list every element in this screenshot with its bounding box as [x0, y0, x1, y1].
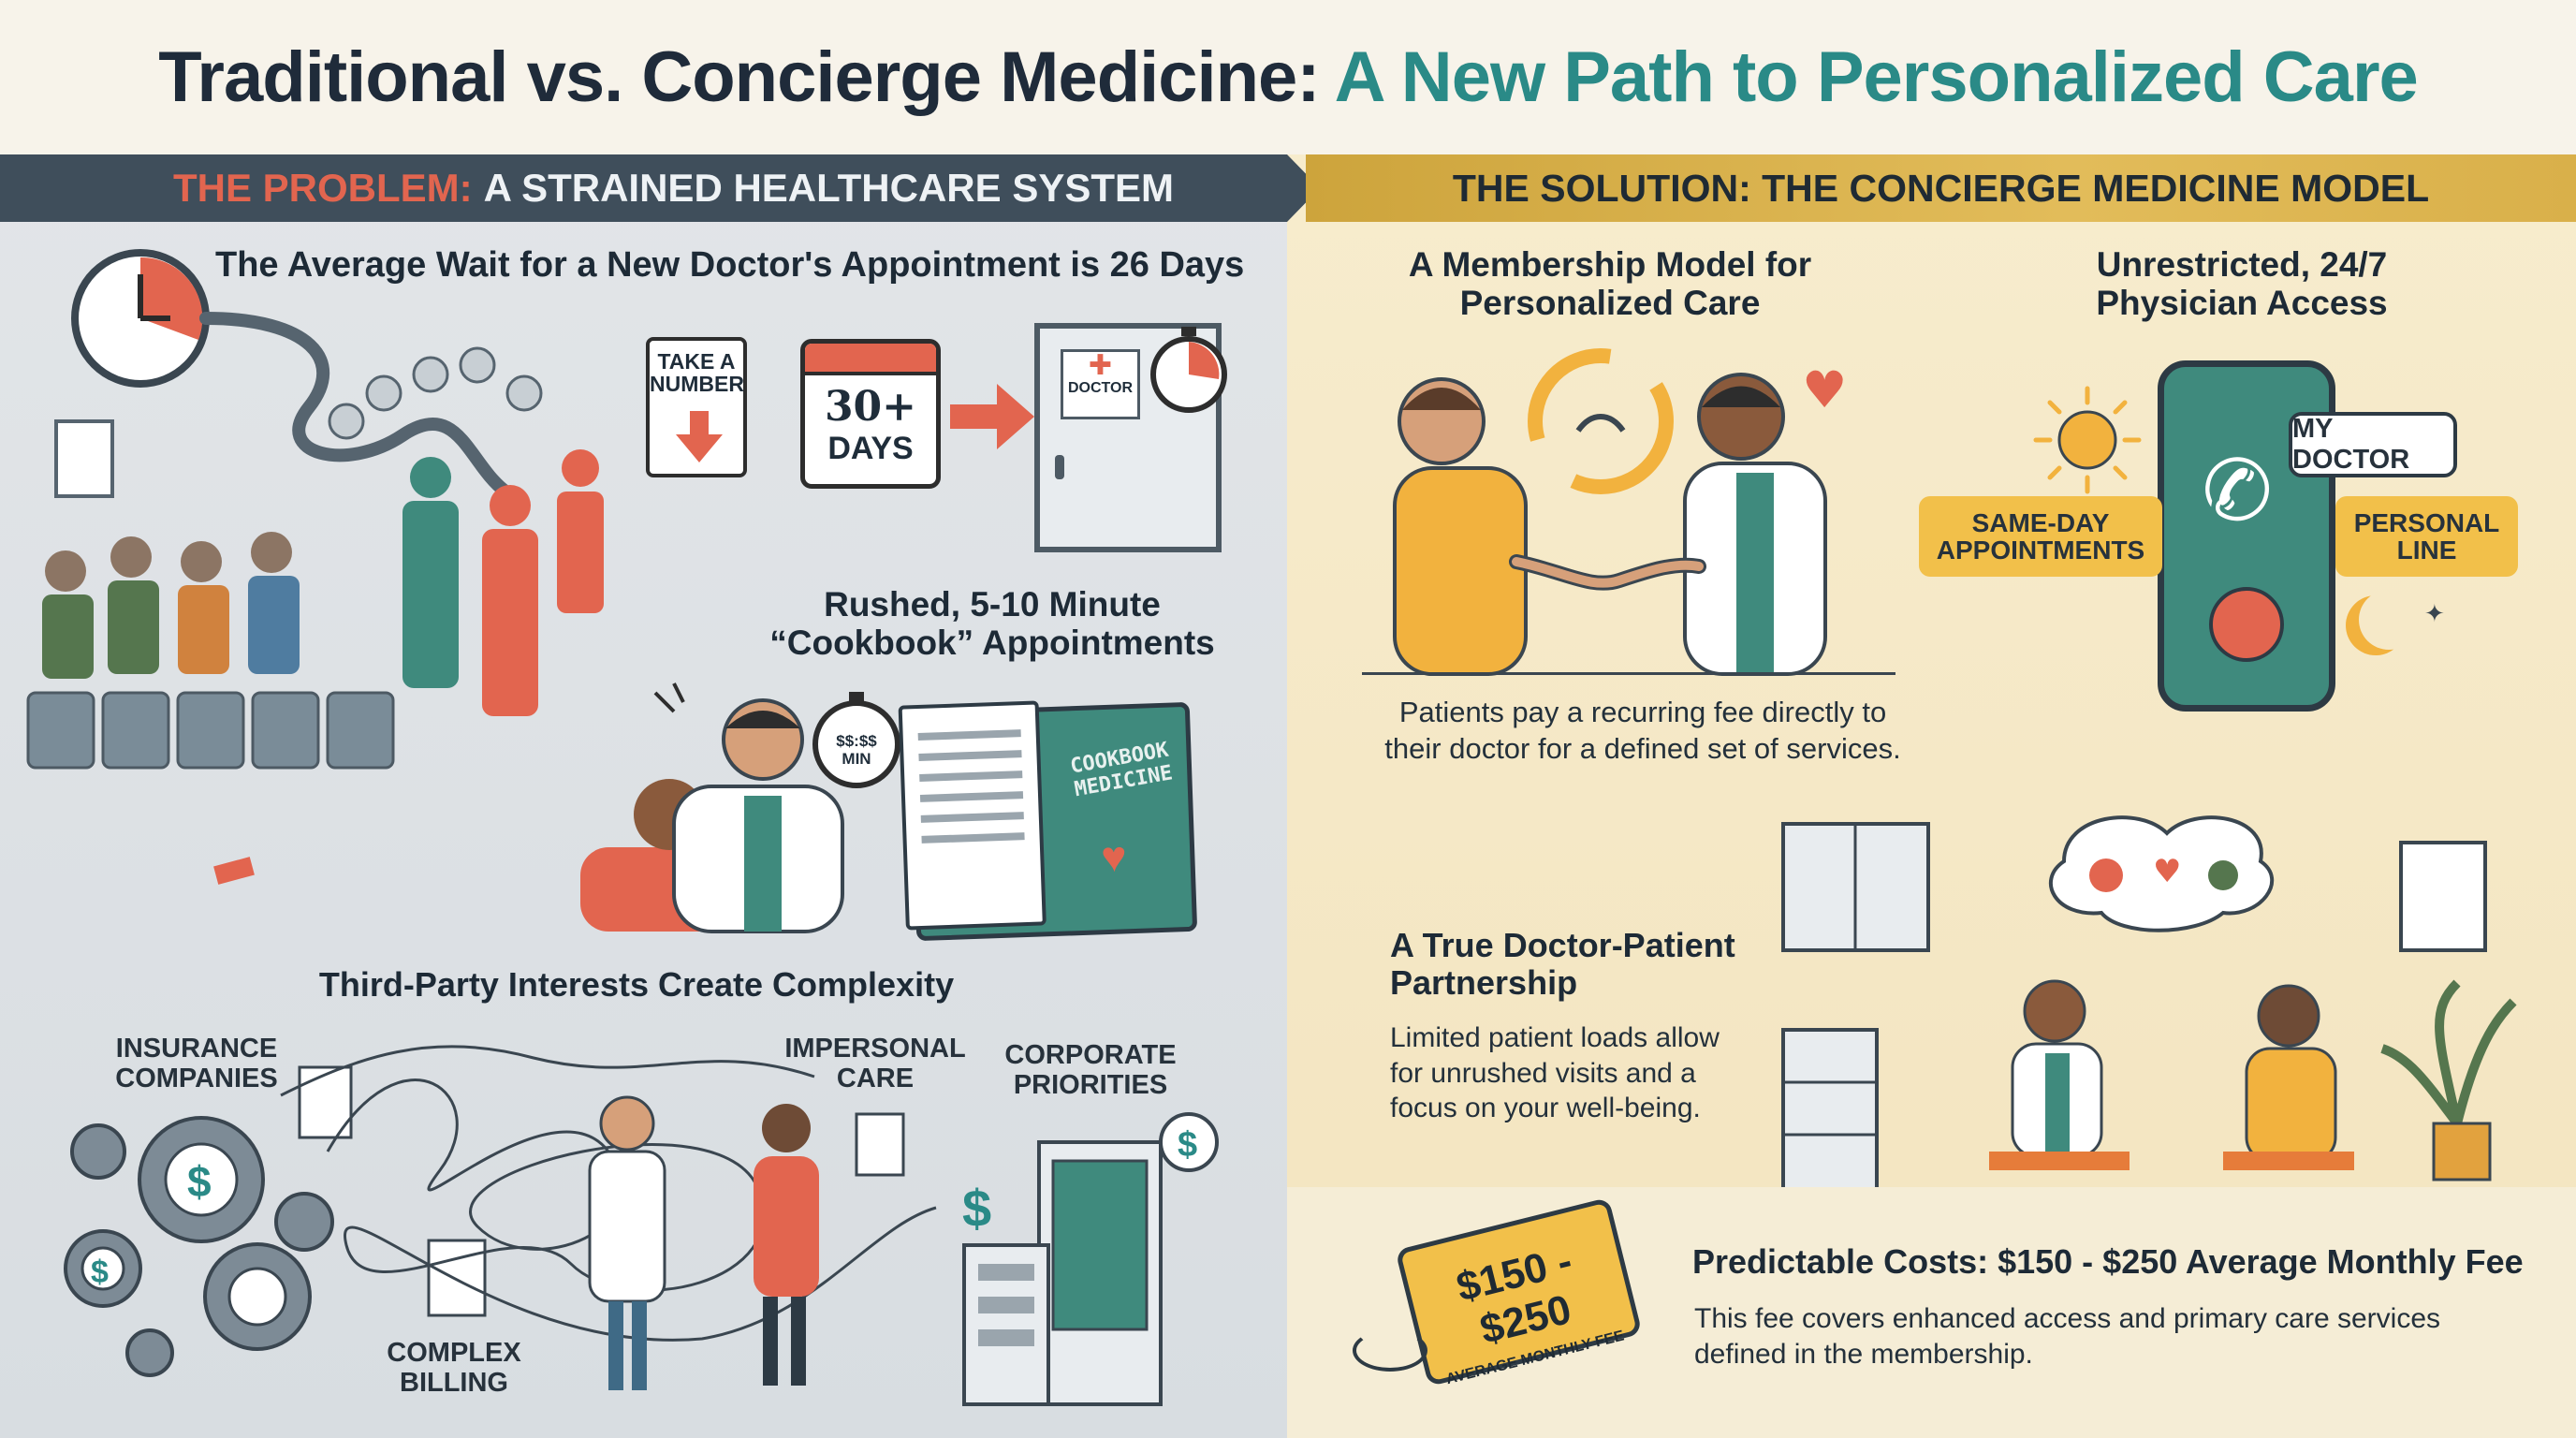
- partnership-heading: A True Doctor-Patient Partnership: [1390, 926, 1858, 1003]
- timer-line-2: MIN: [842, 749, 871, 768]
- personal-line-pill: PERSONAL LINE: [2335, 496, 2518, 577]
- rushed-heading-line-1: Rushed, 5-10 Minute: [824, 585, 1161, 624]
- membership-heading-line-2: Personalized Care: [1459, 284, 1761, 323]
- moon-icon: [2359, 590, 2419, 650]
- partnership-desc-line-1: Limited patient loads allow: [1390, 1022, 1720, 1053]
- wait-heading: The Average Wait for a New Doctor's Appo…: [215, 245, 1245, 285]
- timer-icon: [812, 692, 900, 788]
- price-tag-string: [1353, 1329, 1427, 1372]
- title-part-1: Traditional vs. Concierge Medicine:: [158, 37, 1320, 117]
- clock-line-illustration: [71, 249, 512, 498]
- svg-text:$: $: [1178, 1125, 1197, 1165]
- take-number-line-2: NUMBER: [650, 372, 744, 397]
- personal-line-2: LINE: [2396, 536, 2457, 565]
- rushed-heading: Rushed, 5-10 Minute “Cookbook” Appointme…: [721, 585, 1264, 663]
- access-heading-line-1: Unrestricted, 24/7: [2096, 245, 2388, 284]
- rushed-heading-line-2: “Cookbook” Appointments: [769, 624, 1215, 663]
- page-title: Traditional vs. Concierge Medicine: A Ne…: [0, 0, 2576, 154]
- down-arrow-icon: [676, 411, 723, 462]
- hangup-button: [2209, 587, 2284, 662]
- cookbook-book: COOKBOOK MEDICINE ♥: [898, 700, 1198, 942]
- billing-label: COMPLEX BILLING: [360, 1338, 548, 1399]
- door-sign-text: DOCTOR: [1067, 380, 1134, 396]
- impersonal-line-1: IMPERSONAL: [784, 1034, 966, 1064]
- handshake-illustration: ♥: [1393, 348, 1847, 676]
- take-number-line-1: TAKE A: [657, 349, 736, 374]
- impersonal-label: IMPERSONAL CARE: [777, 1034, 973, 1094]
- problem-banner: THE PROBLEM: A STRAINED HEALTHCARE SYSTE…: [0, 154, 1320, 222]
- tangled-gears-illustration: $ $: [64, 1045, 937, 1390]
- partnership-desc-line-2: for unrushed visits and a: [1390, 1057, 1696, 1089]
- svg-text:$: $: [91, 1255, 109, 1290]
- same-day-line-2: APPOINTMENTS: [1936, 536, 2145, 565]
- access-heading: Unrestricted, 24/7 Physician Access: [1998, 245, 2485, 323]
- problem-banner-text: A STRAINED HEALTHCARE SYSTEM: [483, 166, 1175, 210]
- svg-text:♥: ♥: [1802, 360, 1847, 419]
- membership-desc-line-2: their doctor for a defined set of servic…: [1384, 731, 1901, 765]
- solution-banner: THE SOLUTION: THE CONCIERGE MEDICINE MOD…: [1306, 154, 2576, 222]
- timer-text: $$:$$ MIN: [819, 732, 894, 768]
- calendar-line-1: 30+: [824, 383, 917, 431]
- partnership-heading-line-2: Partnership: [1390, 963, 1578, 1003]
- take-a-number-sign: TAKE A NUMBER: [646, 337, 747, 477]
- membership-heading: A Membership Model for Personalized Care: [1376, 245, 1844, 323]
- membership-desc-line-1: Patients pay a recurring fee directly to: [1398, 696, 1887, 728]
- corporate-label: CORPORATE PRIORITIES: [992, 1040, 1189, 1101]
- calendar-icon: 30+ DAYS: [800, 339, 941, 489]
- same-day-pill: SAME-DAY APPOINTMENTS: [1919, 496, 2162, 577]
- costs-desc: This fee covers enhanced access and prim…: [1694, 1301, 2555, 1372]
- insurance-line-1: INSURANCE: [115, 1034, 278, 1064]
- corporate-building-illustration: $ $: [962, 1112, 1219, 1406]
- partnership-desc-line-3: focus on your well-being.: [1390, 1093, 1701, 1123]
- personal-line-1: PERSONAL: [2353, 507, 2500, 537]
- access-heading-line-2: Physician Access: [2096, 284, 2388, 323]
- heart-icon: ♥: [1100, 831, 1128, 882]
- calendar-line-2: DAYS: [827, 431, 914, 466]
- call-icon: ✆: [2193, 439, 2280, 544]
- insurance-line-2: COMPANIES: [115, 1063, 278, 1093]
- stopwatch-icon: [1150, 327, 1227, 413]
- svg-text:$: $: [962, 1179, 991, 1238]
- problem-banner-highlight: THE PROBLEM:: [173, 166, 473, 210]
- billing-line-2: BILLING: [400, 1367, 508, 1398]
- svg-text:♥: ♥: [2153, 853, 2181, 890]
- same-day-line-1: SAME-DAY: [1971, 507, 2110, 537]
- svg-text:$: $: [187, 1157, 212, 1206]
- insurance-label: INSURANCE COMPANIES: [103, 1034, 290, 1094]
- waiting-crowd-illustration: [26, 346, 604, 885]
- membership-divider: [1362, 672, 1895, 675]
- corporate-line-2: PRIORITIES: [1013, 1069, 1168, 1100]
- rushed-doctor-illustration: [580, 682, 844, 933]
- timer-line-1: $$:$$: [836, 732, 877, 750]
- right-arrow-icon: [950, 384, 1034, 449]
- sun-icon: [2033, 386, 2142, 494]
- my-doctor-bubble: MY DOCTOR: [2289, 412, 2457, 477]
- membership-desc: Patients pay a recurring fee directly to…: [1381, 695, 1905, 768]
- partnership-desc: Limited patient loads allow for unrushed…: [1390, 1020, 1783, 1126]
- costs-heading: Predictable Costs: $150 - $250 Average M…: [1692, 1242, 2524, 1281]
- corporate-line-1: CORPORATE: [1004, 1040, 1177, 1070]
- costs-desc-line-2: defined in the membership.: [1694, 1338, 2033, 1370]
- membership-heading-line-1: A Membership Model for: [1408, 245, 1812, 284]
- thirdparty-heading: Third-Party Interests Create Complexity: [318, 965, 955, 1004]
- partnership-heading-line-1: A True Doctor-Patient: [1390, 926, 1735, 964]
- impersonal-line-2: CARE: [836, 1063, 915, 1093]
- costs-desc-line-1: This fee covers enhanced access and prim…: [1694, 1303, 2441, 1334]
- sparkle-icon: ✦: [2424, 599, 2445, 627]
- partnership-illustration: ♥: [1781, 815, 2517, 1191]
- billing-line-1: COMPLEX: [387, 1338, 521, 1368]
- title-part-2: A New Path to Personalized Care: [1334, 37, 2419, 117]
- red-cross-icon: ✚: [1088, 350, 1113, 381]
